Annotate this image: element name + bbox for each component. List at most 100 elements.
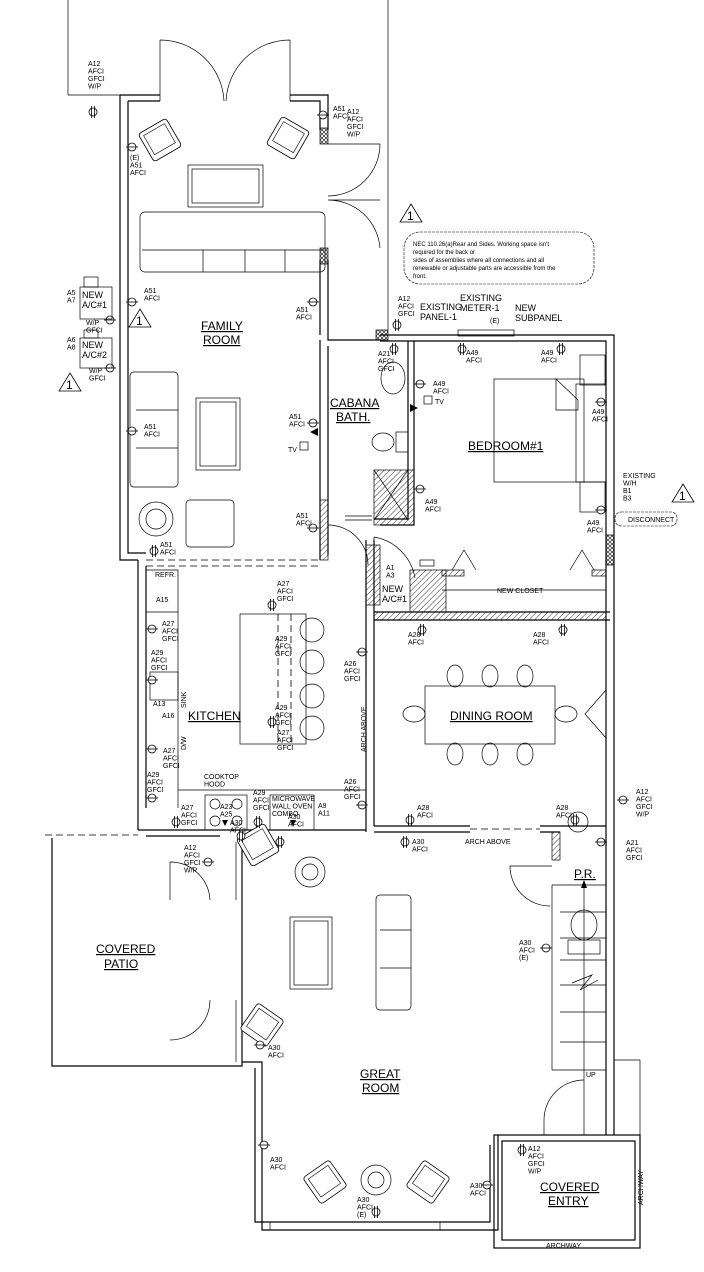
room-entry-line2: ENTRY (548, 1194, 588, 1208)
arch-above-label: ARCH ABOVE (465, 839, 511, 846)
walls (45, 0, 641, 1249)
note-line: sides of assemblies where all connection… (413, 258, 544, 264)
revision-number: 1 (66, 378, 73, 392)
note-line: renewable or adjustable parts are access… (413, 266, 556, 272)
family-tv-label: TV (288, 447, 297, 454)
bedroom-tv-label: TV (435, 399, 444, 406)
archway-side-label: ARCHWAY (638, 1170, 645, 1205)
dishwasher-label: D/W (181, 736, 188, 750)
note-line: front. (413, 274, 427, 280)
room-labels: FAMILY ROOM CABANA BATH. BEDROOM#1 KITCH… (96, 319, 600, 1208)
revision-number: 1 (679, 489, 686, 503)
revision-number: 1 (136, 314, 143, 328)
room-patio-line1: COVERED (96, 942, 156, 956)
new-closet-label: NEW CLOSET (497, 588, 544, 595)
nec-note: NEC 110.26(a)Rear and Sides. Working spa… (403, 231, 595, 285)
room-family-line2: ROOM (203, 333, 240, 347)
room-great-line2: ROOM (362, 1081, 399, 1095)
revision-markers: 1 1 1 1 (58, 203, 695, 503)
room-great-line1: GREAT (360, 1067, 401, 1081)
disconnect-label: DISCONNECT (628, 517, 675, 524)
outlet-label: A13 (153, 701, 166, 708)
outlet-label: A16 (162, 713, 175, 720)
room-powder: P.R. (574, 867, 596, 881)
room-kitchen: KITCHEN (188, 709, 241, 723)
sink-label: SINK (181, 691, 188, 708)
arch-above-vertical: ARCH ABOVE (361, 706, 368, 752)
room-cabana-line2: BATH. (336, 410, 370, 424)
furniture (129, 115, 607, 1205)
room-entry-line1: COVERED (540, 1180, 600, 1194)
note-line: required for the back or (413, 250, 475, 256)
stair-up-label: UP (586, 1072, 596, 1079)
revision-number: 1 (407, 209, 414, 223)
meter-existing-tag: (E) (490, 318, 499, 325)
room-dining: DINING ROOM (450, 709, 533, 723)
room-patio-line2: PATIO (104, 957, 138, 971)
room-family-line1: FAMILY (201, 319, 243, 333)
outlet-label: A15 (156, 597, 169, 604)
